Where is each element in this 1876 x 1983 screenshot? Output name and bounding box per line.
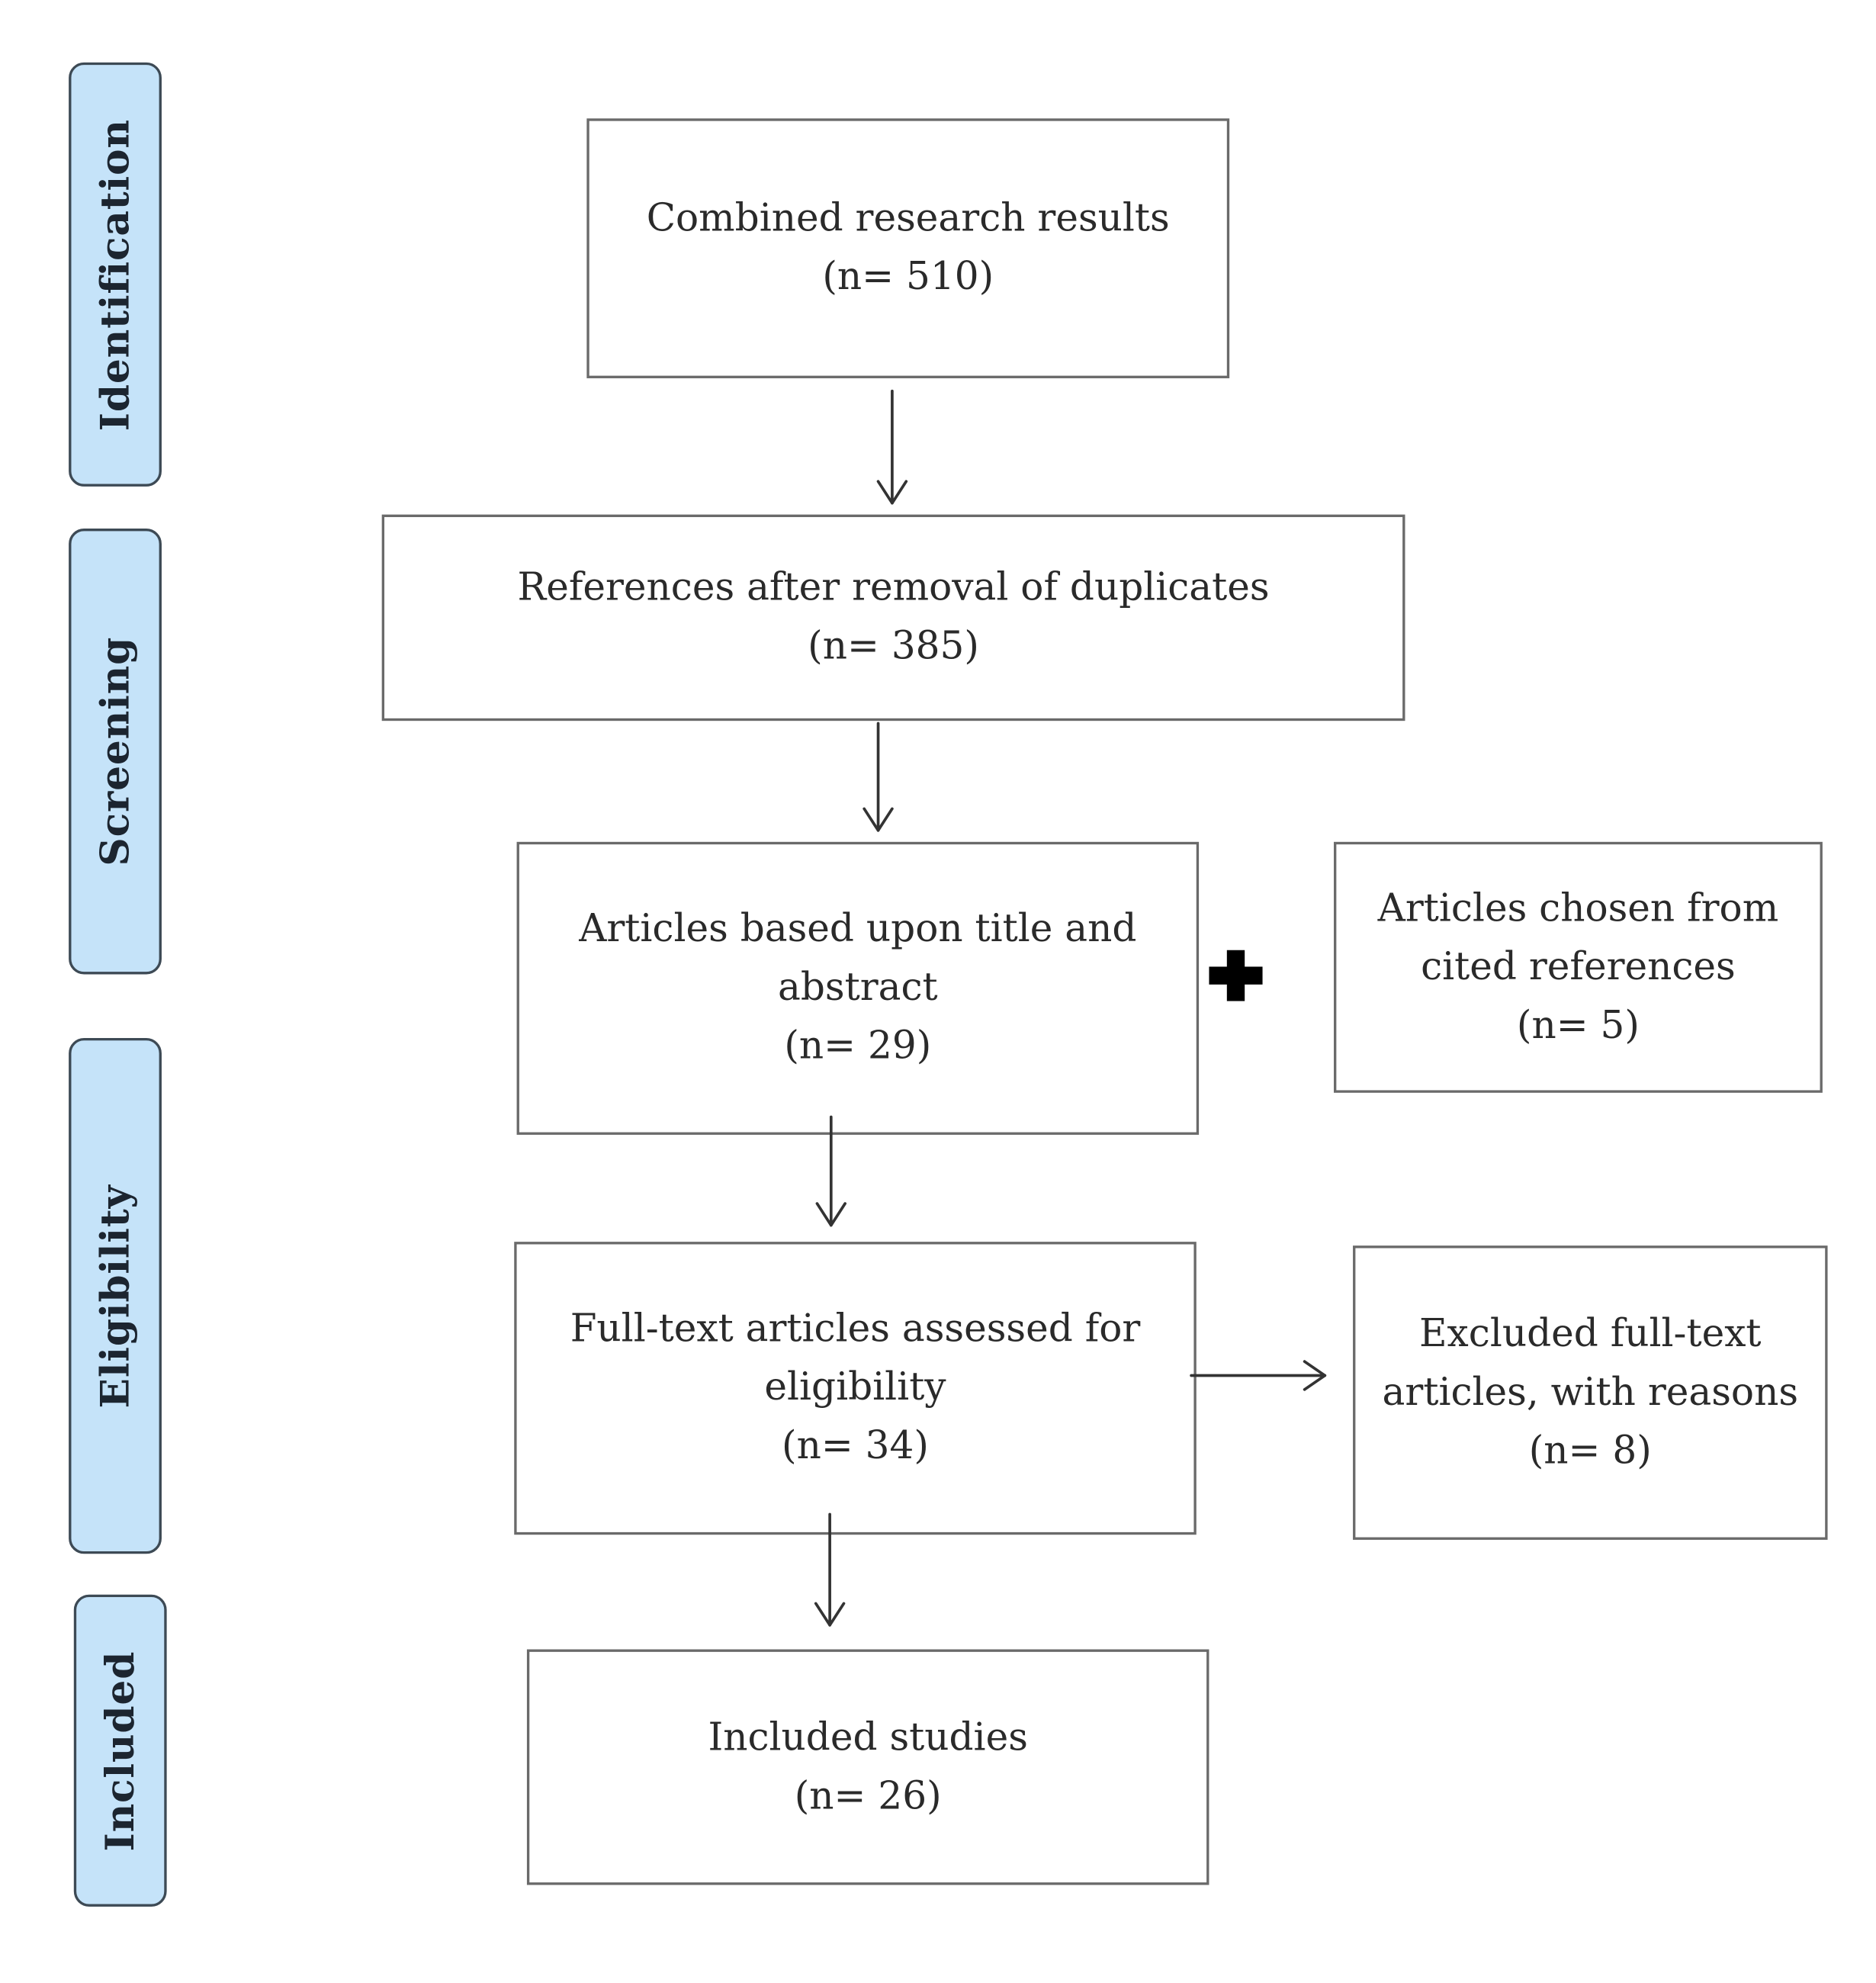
box-cited-references: Articles chosen from cited references (n…	[1334, 841, 1823, 1093]
box-text-line: Full-text articles assessed for	[570, 1306, 1141, 1351]
box-title-abstract: Articles based upon title and abstract (…	[516, 841, 1200, 1135]
arrow-right-icon	[1190, 1360, 1327, 1391]
box-text-line: Articles based upon title and	[579, 906, 1137, 952]
box-text-line: abstract	[778, 965, 938, 1011]
box-text-line: eligibility	[764, 1365, 946, 1410]
box-text-line: Excluded full-text	[1419, 1311, 1762, 1356]
box-count: (n= 8)	[1528, 1428, 1652, 1474]
box-combined-results: Combined research results (n= 510)	[586, 118, 1230, 378]
plus-icon	[1209, 950, 1263, 1001]
arrow-down-icon	[814, 1512, 846, 1627]
box-count: (n= 5)	[1516, 1003, 1640, 1048]
box-text-line: Combined research results	[646, 196, 1170, 241]
box-count: (n= 34)	[782, 1423, 929, 1469]
arrow-down-icon	[876, 389, 908, 505]
box-text-line: Articles chosen from	[1377, 885, 1779, 930]
box-excluded-fulltext: Excluded full-text articles, with reason…	[1353, 1245, 1828, 1540]
box-included-studies: Included studies (n= 26)	[526, 1649, 1209, 1885]
box-references-deduplicated: References after removal of duplicates (…	[381, 514, 1405, 722]
box-text-line: cited references	[1421, 944, 1736, 989]
box-text-line: articles, with reasons	[1382, 1369, 1799, 1415]
phase-eligibility: Eligibility	[69, 1037, 162, 1554]
phase-screening: Screening	[69, 529, 162, 975]
phase-included: Included	[73, 1594, 167, 1907]
box-text-line: References after removal of duplicates	[517, 565, 1270, 610]
arrow-down-icon	[863, 722, 894, 832]
box-count: (n= 29)	[784, 1024, 932, 1069]
box-fulltext-assessed: Full-text articles assessed for eligibil…	[514, 1242, 1197, 1535]
box-count: (n= 26)	[794, 1773, 942, 1818]
box-text-line: Included studies	[708, 1715, 1028, 1760]
box-count: (n= 385)	[808, 624, 979, 669]
phase-identification: Identification	[69, 62, 162, 487]
arrow-down-icon	[815, 1115, 846, 1227]
box-count: (n= 510)	[822, 254, 994, 300]
